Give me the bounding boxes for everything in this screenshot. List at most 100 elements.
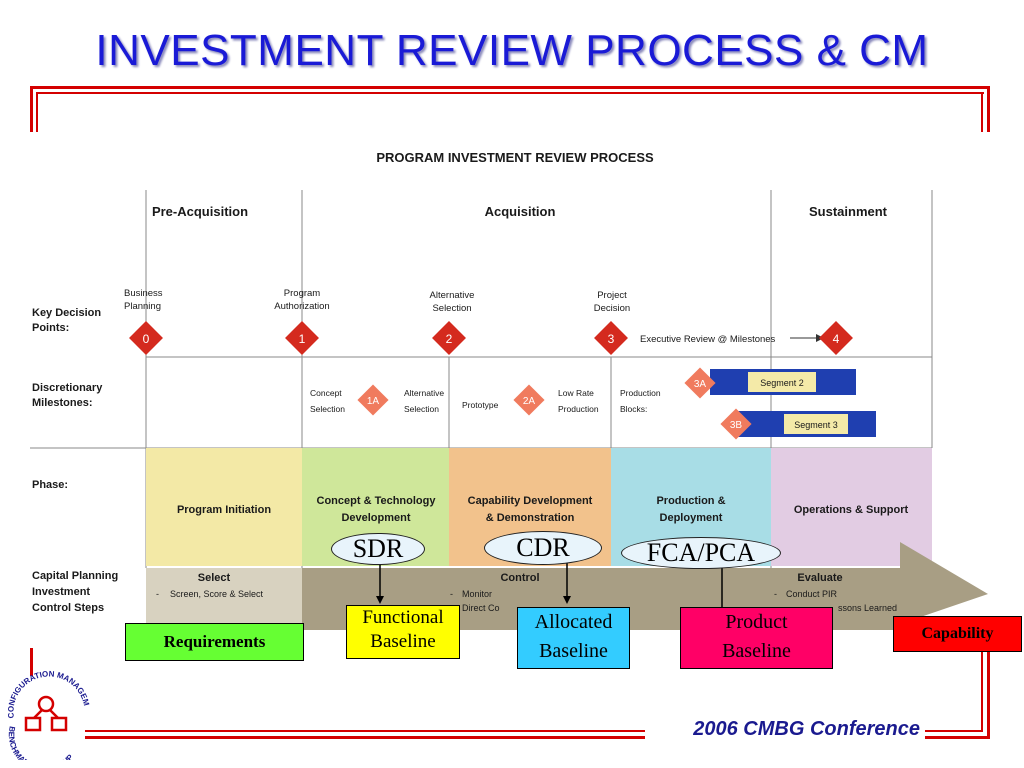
stage-pre-acquisition: Pre-Acquisition <box>152 204 248 219</box>
frame-left-line <box>30 86 33 146</box>
functional-label-2: Baseline <box>370 631 436 652</box>
frame-bottom-line <box>85 736 645 739</box>
m2a-left-1: Prototype <box>462 400 499 410</box>
capability-box: Capability <box>893 616 1022 652</box>
phase-4-label-2: Deployment <box>660 512 723 524</box>
phase-4-label-1: Production & <box>656 495 725 507</box>
product-label-2: Baseline <box>722 640 791 662</box>
row-label-kdp-1: Key Decision <box>32 307 101 319</box>
select-item-1: Screen, Score & Select <box>170 589 264 599</box>
select-title: Select <box>198 572 231 584</box>
dp0-number: 0 <box>143 332 150 346</box>
dp3-label-2: Decision <box>594 303 630 314</box>
frame-top-line <box>30 86 990 89</box>
diagram-heading: PROGRAM INVESTMENT REVIEW PROCESS <box>376 150 654 165</box>
frame-bottom-right-line <box>925 736 990 739</box>
dp2-label-1: Alternative <box>430 290 475 301</box>
phase-2-label-2: Development <box>341 512 410 524</box>
select-step-block <box>146 568 302 630</box>
phase-5-label: Operations & Support <box>794 504 909 516</box>
allocated-label-1: Allocated <box>534 611 613 633</box>
segment-3-label: Segment 3 <box>794 420 838 430</box>
logo-people-icon <box>24 695 68 732</box>
allocated-baseline-box: Allocated Baseline <box>517 607 630 669</box>
dp0-label-2: Planning <box>124 301 161 312</box>
phase-3-label-2: & Demonstration <box>486 512 575 524</box>
dp3-label-1: Project <box>597 290 627 301</box>
phase-1-label: Program Initiation <box>177 504 271 516</box>
functional-label-1: Functional <box>362 607 444 628</box>
evaluate-item-2: ssons Learned <box>838 603 897 613</box>
functional-baseline-box: Functional Baseline <box>346 605 460 659</box>
m3a-id: 3A <box>694 379 707 390</box>
investment-review-diagram: PROGRAM INVESTMENT REVIEW PROCESS Pre-Ac… <box>30 132 992 642</box>
dp3-number: 3 <box>608 332 615 346</box>
select-bullet: - <box>156 589 159 599</box>
dp0-label-1: Business <box>124 288 163 299</box>
footer-conference: 2006 CMBG Conference <box>693 718 920 740</box>
m1a-id: 1A <box>367 396 380 407</box>
fca-pca-review-oval: FCA/PCA <box>621 537 781 569</box>
frame-left-lower-line <box>30 648 33 676</box>
dp4-number: 4 <box>833 332 840 346</box>
milestone-1a: 1A <box>357 384 389 416</box>
m2a-right-1: Low Rate <box>558 388 594 398</box>
frame-top-line-inner <box>36 92 984 94</box>
frame-bottom-line-inner <box>85 730 645 732</box>
dp1-label-1: Program <box>284 288 321 299</box>
row-label-dm-1: Discretionary <box>32 382 103 394</box>
evaluate-title: Evaluate <box>797 572 842 584</box>
sdr-arrowhead <box>376 596 384 604</box>
decision-point-0: 0 <box>129 321 163 355</box>
control-bullet-1: - <box>450 589 453 599</box>
control-title: Control <box>500 572 539 584</box>
dp1-label-2: Authorization <box>274 301 329 312</box>
executive-review-label: Executive Review @ Milestones <box>640 334 776 345</box>
control-item-2: Direct Co <box>462 603 500 613</box>
phase-3-label-1: Capability Development <box>468 495 593 507</box>
product-label-1: Product <box>725 611 788 633</box>
m2a-right-2: Production <box>558 404 599 414</box>
phase-program-initiation <box>146 448 302 566</box>
allocated-label-2: Baseline <box>539 640 608 662</box>
slide-title: INVESTMENT REVIEW PROCESS & CM <box>95 26 929 75</box>
capability-label: Capability <box>921 625 994 642</box>
stage-sustainment: Sustainment <box>809 204 888 219</box>
m3b-id: 3B <box>730 420 743 431</box>
row-label-phase: Phase: <box>32 479 68 491</box>
dp2-label-2: Selection <box>432 303 471 314</box>
segment-2-fill <box>748 372 816 392</box>
frame-bottom-right-line-inner <box>925 730 983 732</box>
production-label-2: Blocks: <box>620 404 647 414</box>
control-item-1: Monitor <box>462 589 492 599</box>
requirements-box: Requirements <box>125 623 304 661</box>
phase-2-label-1: Concept & Technology <box>317 495 437 507</box>
evaluate-bullet-1: - <box>774 589 777 599</box>
row-label-dm-2: Milestones: <box>32 397 93 409</box>
row-label-cp-1: Capital Planning <box>32 570 118 582</box>
m1a-right-1: Alternative <box>404 388 444 398</box>
cdr-arrowhead <box>563 596 571 604</box>
milestone-3b: 3B <box>720 408 752 440</box>
m1a-left-2: Selection <box>310 404 345 414</box>
segment-3-fill <box>784 414 848 434</box>
stage-acquisition: Acquisition <box>485 204 556 219</box>
m2a-id: 2A <box>523 396 536 407</box>
milestone-2a: 2A <box>513 384 545 416</box>
row-label-kdp-2: Points: <box>32 322 69 334</box>
requirements-label: Requirements <box>163 632 266 651</box>
m1a-right-2: Selection <box>404 404 439 414</box>
m1a-left-1: Concept <box>310 388 342 398</box>
product-baseline-box: Product Baseline <box>680 607 833 669</box>
cdr-review-oval: CDR <box>484 531 602 565</box>
row-label-cp-2: Investment <box>32 586 90 598</box>
cmbg-logo: CONFIGURATION MANAGEMENT BENCHMARKING GR… <box>2 660 91 760</box>
evaluate-item-1: Conduct PIR <box>786 589 838 599</box>
dp2-number: 2 <box>446 332 453 346</box>
production-label-1: Production <box>620 388 661 398</box>
dp1-number: 1 <box>299 332 306 346</box>
row-label-cp-3: Control Steps <box>32 602 104 614</box>
frame-left-line-inner <box>36 92 38 146</box>
sdr-review-oval: SDR <box>331 533 425 565</box>
segment-2-label: Segment 2 <box>760 378 804 388</box>
